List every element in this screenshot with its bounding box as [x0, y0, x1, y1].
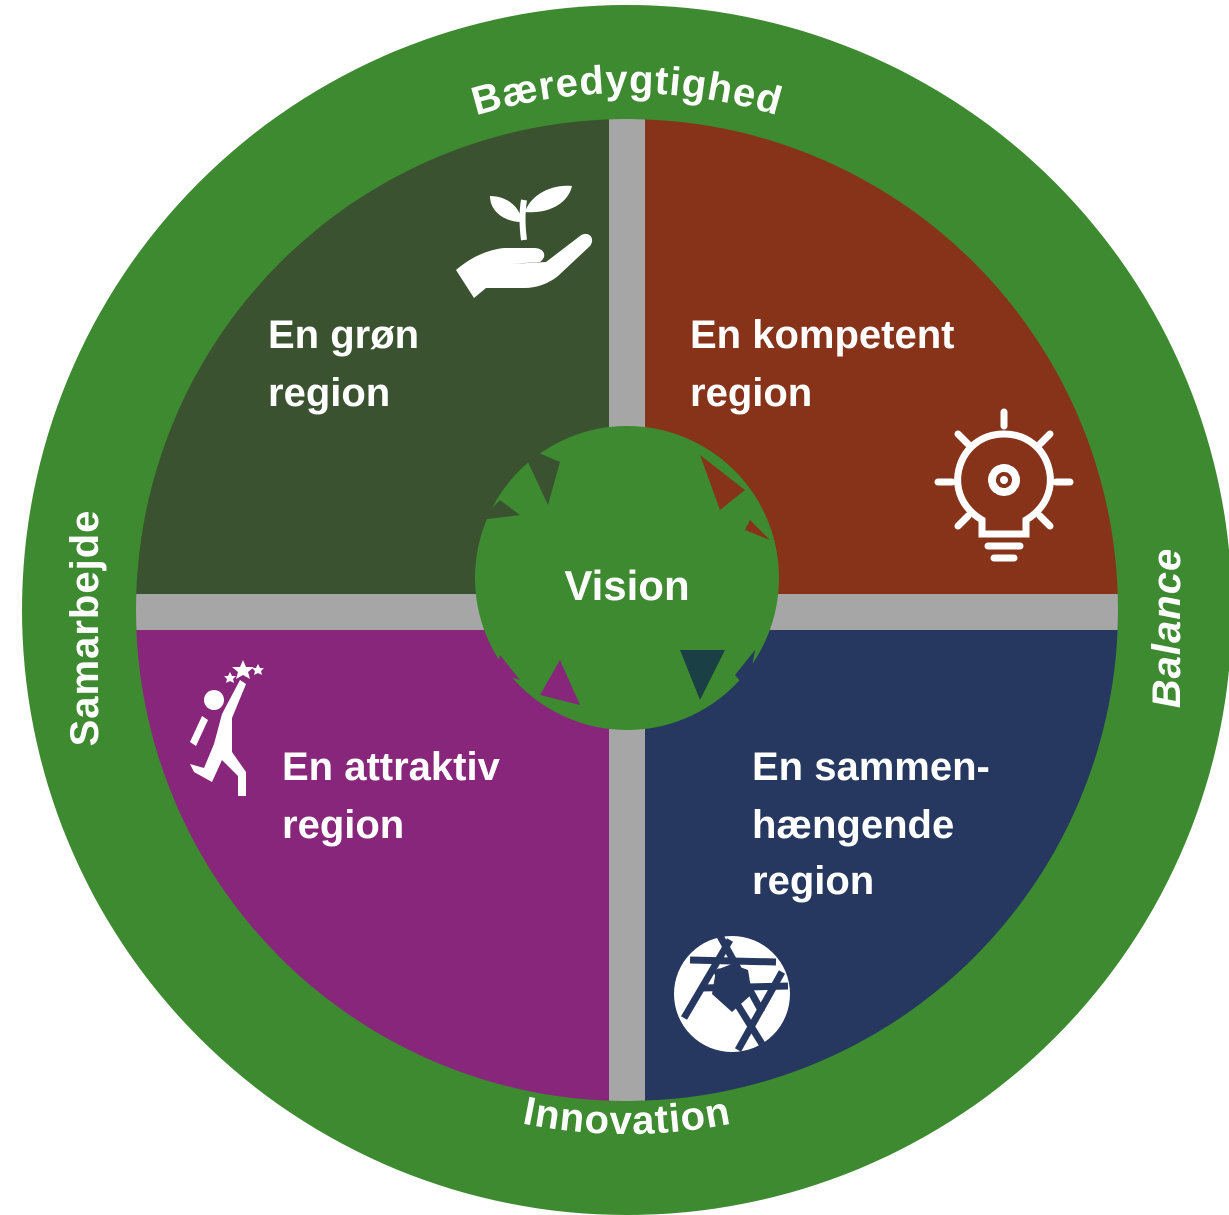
quadrant-label-connected: En sammen- hængende region [752, 745, 1001, 903]
aperture-icon [674, 934, 790, 1052]
reaching-star-person-icon [190, 660, 264, 796]
quadrant-label-attractive: En attraktiv region [282, 745, 511, 847]
center-label: Vision [564, 562, 689, 609]
vision-center: Vision [475, 426, 779, 730]
quadrant-label-green: En grøn region [268, 313, 430, 415]
lightbulb-gear-icon [934, 408, 1074, 562]
ring-label-right: Balance [1145, 548, 1189, 708]
ring-label-left: Samarbejde [63, 510, 107, 747]
plant-in-hand-icon [456, 185, 593, 298]
quadrant-label-competent: En kompetent region [690, 313, 966, 415]
